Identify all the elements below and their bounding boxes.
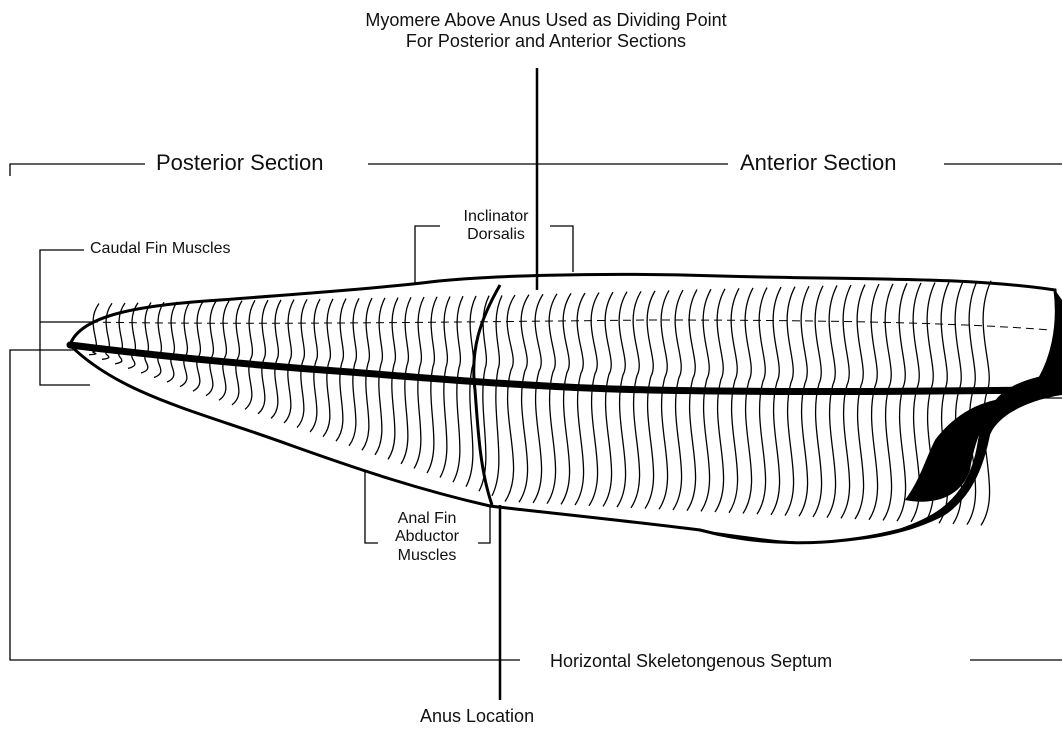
myomere-label-line2: For Posterior and Anterior Sections [286,31,806,52]
caudal-fin-muscles-label: Caudal Fin Muscles [84,240,237,258]
inclinator-label-line2: Dorsalis [436,226,556,244]
anal-fin-label-line2: Abductor [372,528,482,546]
posterior-bracket-line [10,164,145,176]
inclinator-dorsalis-label: Inclinator Dorsalis [436,208,556,245]
anal-fin-label-line1: Anal Fin [372,510,482,528]
myomere-label-line1: Myomere Above Anus Used as Dividing Poin… [286,10,806,31]
horizontal-septum-label: Horizontal Skeletongenous Septum [544,651,838,672]
anal-fin-label-line3: Muscles [372,547,482,565]
posterior-section-label: Posterior Section [156,150,324,175]
myomere-label: Myomere Above Anus Used as Dividing Poin… [286,10,806,51]
caudal-bracket [40,250,90,385]
anal-fin-abductor-label: Anal Fin Abductor Muscles [372,510,482,565]
inclinator-label-line1: Inclinator [436,208,556,226]
anterior-section-label: Anterior Section [740,150,897,175]
anus-location-label: Anus Location [420,706,534,727]
